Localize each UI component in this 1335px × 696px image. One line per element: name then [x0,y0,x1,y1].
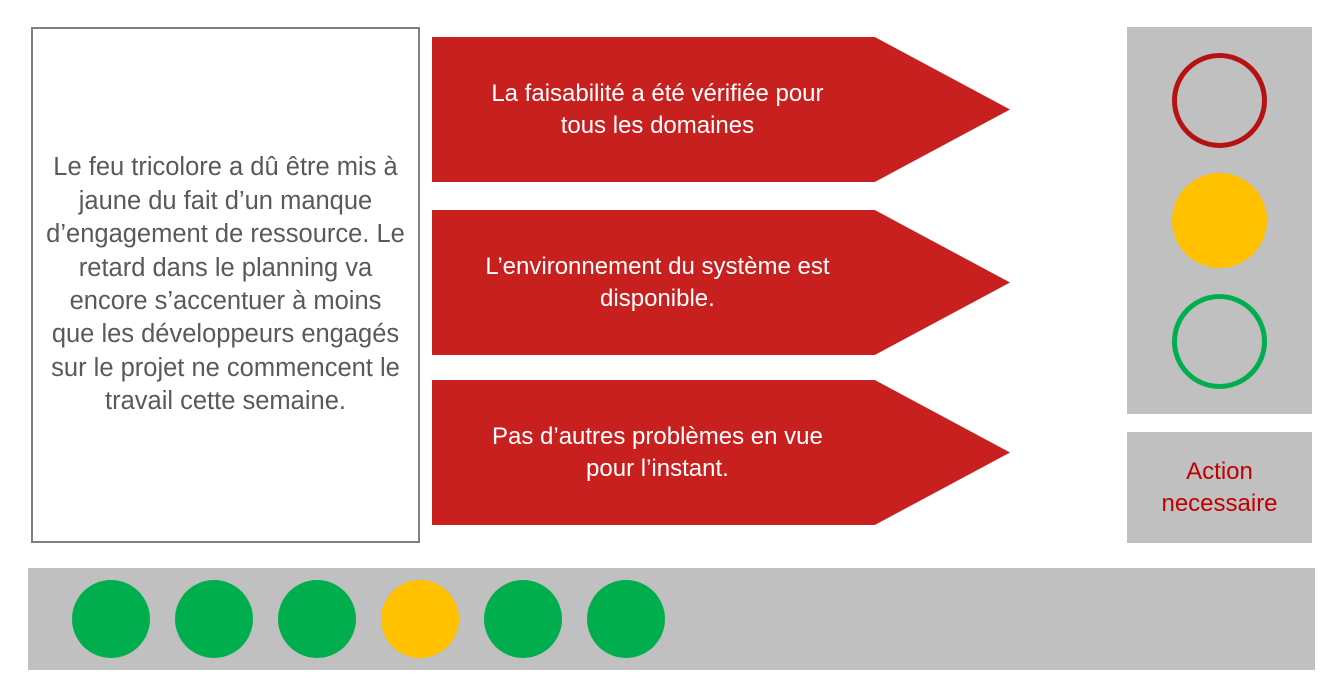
trend-dot [72,580,150,658]
trend-dot [587,580,665,658]
arrow-shape-icon [432,37,1010,182]
commentary-box: Le feu tricolore a dû être mis à jaune d… [31,27,420,543]
arrow-banner-3-label: Pas d’autres problèmes en vue pour l’ins… [491,422,823,482]
traffic-light-green-icon [1172,293,1267,389]
trend-dot [175,580,253,658]
trend-strip [28,568,1315,670]
arrow-banner-1-label: La faisabilité a été vérifiée pour tous … [491,79,824,139]
traffic-light-red-icon [1172,52,1267,148]
commentary-text: Le feu tricolore a dû être mis à jaune d… [46,153,412,416]
trend-dot [484,580,562,658]
trend-dot [278,580,356,658]
arrow-banner-2: L’environnement du système est disponibl… [432,210,1010,355]
action-required-label: Action necessaire [1161,458,1278,517]
traffic-light-panel [1127,27,1312,414]
arrow-shape-icon [432,380,1010,525]
action-required-box: Action necessaire [1127,432,1312,543]
arrow-banner-3: Pas d’autres problèmes en vue pour l’ins… [432,380,1010,525]
arrow-banner-1: La faisabilité a été vérifiée pour tous … [432,37,1010,182]
arrow-shape-icon [432,210,1010,355]
trend-dot [381,580,459,658]
traffic-light-amber-icon [1172,173,1267,268]
trend-dot-list [72,580,665,658]
arrow-banner-2-label: L’environnement du système est disponibl… [485,252,830,312]
